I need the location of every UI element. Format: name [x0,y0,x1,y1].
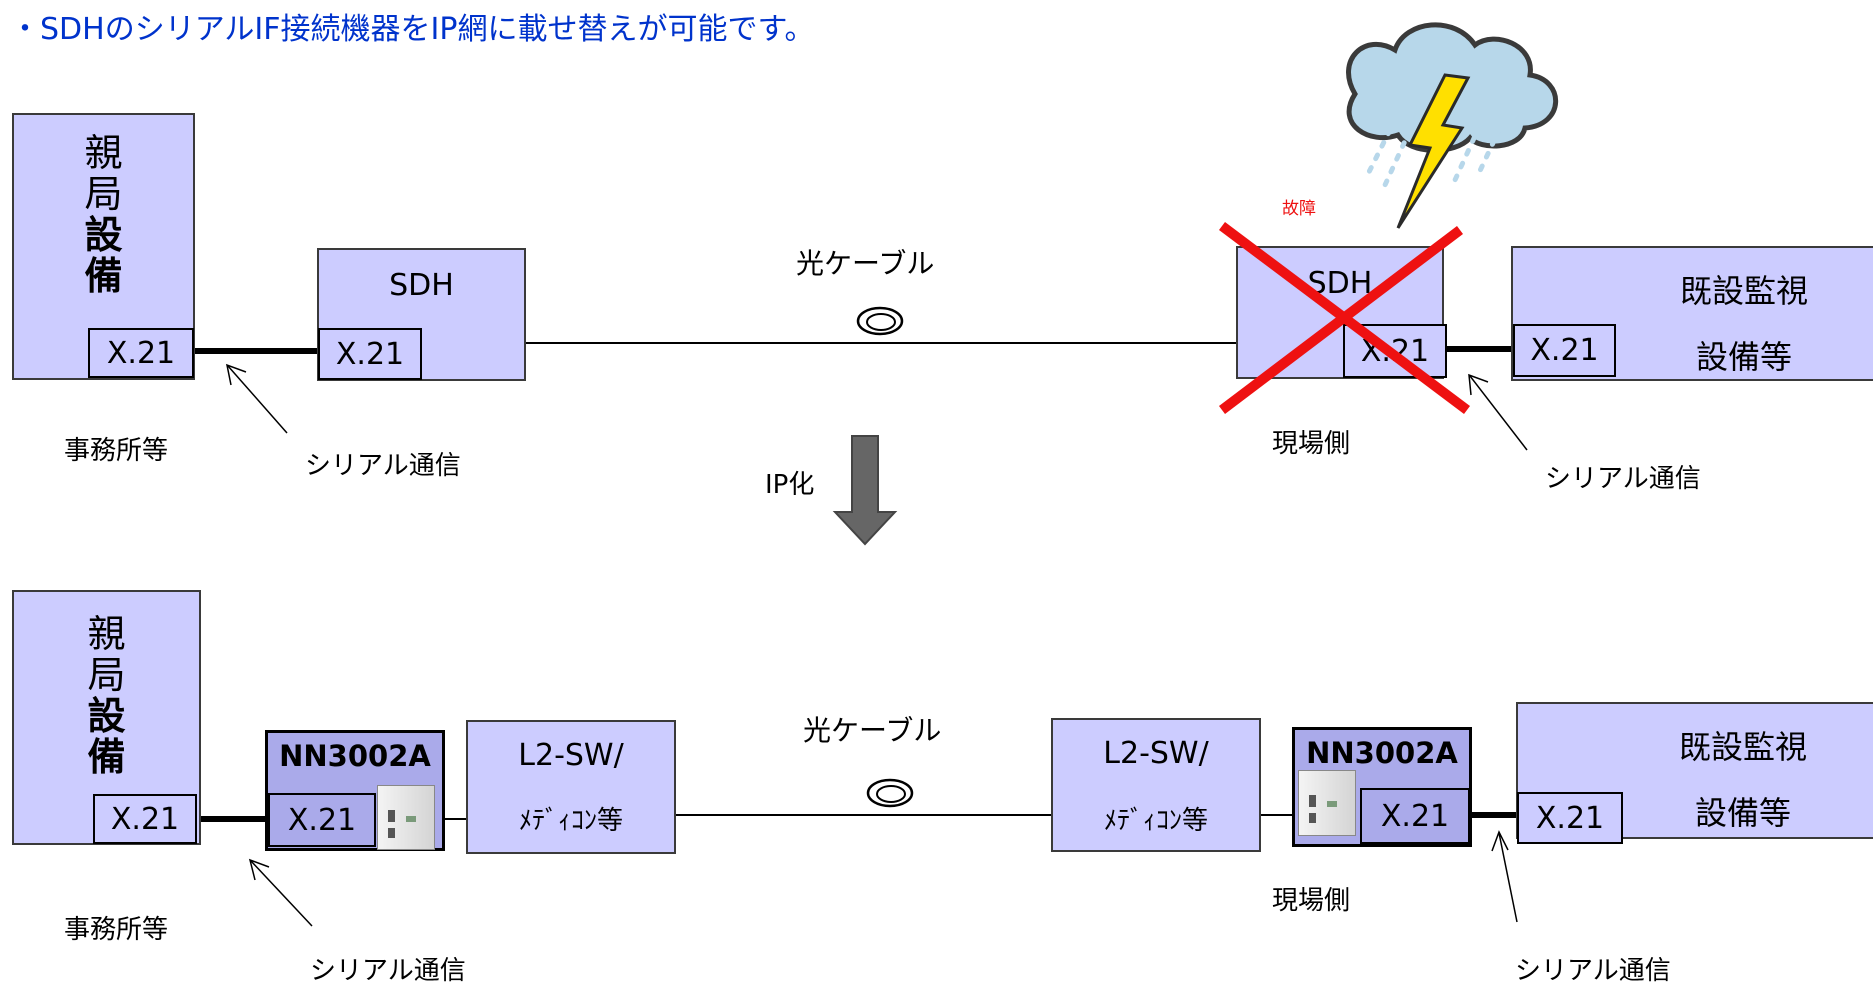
bottom-left-l2sw-line1: L2-SW/ [518,738,624,773]
bottom-right-nn3002a-title: NN3002A [1306,736,1458,770]
headline: ・SDHのシリアルIF接続機器をIP網に載せ替えが可能です。 [10,12,815,47]
nn3002a-device-image-right [1298,770,1356,836]
top-left-sdh-title: SDH [389,268,454,303]
bottom-master-label: 親 局 設 備 [87,612,126,779]
top-office-label: 事務所等 [64,436,169,466]
bottom-right-l2sw-line2: ﾒﾃﾞｨｺﾝ等 [1103,806,1208,836]
top-master-label: 親 局 設 備 [84,131,123,298]
storm-cloud-icon [1346,22,1559,229]
bottom-serial-label-right: シリアル通信 [1515,956,1671,986]
top-master-x21-port: X.21 [88,328,194,378]
top-left-sdh-x21-port: X.21 [318,328,422,380]
bottom-monitor-x21-port: X.21 [1517,792,1623,844]
failure-label: 故障 [1282,199,1316,219]
top-right-sdh-x21-port: X.21 [1343,324,1447,378]
bottom-serial-label-left: シリアル通信 [310,956,466,986]
top-monitor-x21-port: X.21 [1513,324,1616,377]
bottom-right-nn3002a-x21-port: X.21 [1360,788,1470,844]
top-monitor-line1: 既設監視 [1679,272,1808,310]
bottom-right-l2sw: L2-SW/ ﾒﾃﾞｨｺﾝ等 [1051,718,1261,852]
top-serial-label-right: シリアル通信 [1545,464,1701,494]
bottom-master-x21-port: X.21 [93,794,197,844]
bottom-left-nn3002a-x21-port: X.21 [268,793,376,847]
bottom-right-l2sw-line1: L2-SW/ [1103,736,1209,771]
pointer-arrow-bottom-left [250,860,313,927]
bottom-left-l2sw: L2-SW/ ﾒﾃﾞｨｺﾝ等 [466,720,676,854]
bottom-left-nn3002a-title: NN3002A [279,739,431,773]
pointer-arrow-top-right [1469,375,1528,451]
bottom-optical-cable-label: 光ケーブル [803,714,942,747]
cable-coil-icon-top [856,306,904,336]
top-site-label: 現場側 [1272,429,1351,459]
pointer-arrow-bottom-right [1498,832,1518,923]
bottom-office-label: 事務所等 [64,915,169,945]
top-serial-label-left: シリアル通信 [305,451,461,481]
bottom-left-l2sw-line2: ﾒﾃﾞｨｺﾝ等 [518,806,623,836]
cable-coil-icon-bottom [866,778,914,808]
pointer-arrow-top-left [227,365,288,434]
transition-label: IP化 [765,470,815,500]
top-monitor-line2: 設備等 [1695,338,1792,376]
transition-arrow-icon [832,435,898,546]
bottom-site-label: 現場側 [1272,886,1351,916]
bottom-monitor-line1: 既設監視 [1678,728,1807,766]
top-optical-cable-label: 光ケーブル [796,247,935,280]
nn3002a-device-image-left [377,785,435,850]
top-monitoring-equipment: 既設監視 設備等 [1511,246,1873,381]
top-right-sdh-title: SDH [1307,266,1373,301]
bottom-monitor-line2: 設備等 [1694,794,1791,832]
